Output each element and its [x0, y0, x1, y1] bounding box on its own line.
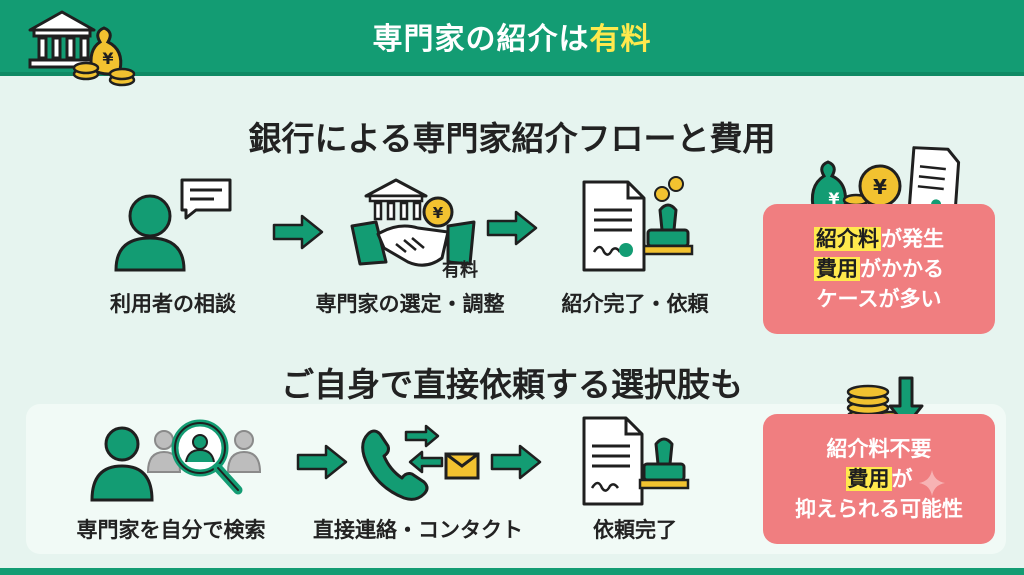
step-label: 直接連絡・コンタクト	[313, 518, 523, 542]
svg-text:¥: ¥	[102, 49, 113, 68]
svg-text:¥: ¥	[873, 175, 887, 199]
section2-step-complete: 依頼完了	[560, 414, 710, 546]
section2-title: ご自身で直接依頼する選択肢も	[281, 365, 743, 404]
header-bar: ¥ 専門家の紹介は有料	[0, 0, 1024, 87]
svg-text:¥: ¥	[828, 189, 839, 208]
arrow-right-icon	[272, 214, 324, 250]
page-title: 専門家の紹介は有料	[0, 14, 1024, 58]
callout-line: 抑えられる可能性	[795, 497, 963, 521]
callout-line: 紹介料が発生	[763, 224, 995, 254]
step-label: 利用者の相談	[110, 292, 236, 316]
user-search-icon	[90, 419, 262, 502]
bank-money-icon: ¥	[28, 10, 136, 87]
highlight-cost: 費用	[814, 257, 860, 281]
step-label: 紹介完了・依頼	[561, 292, 709, 316]
section2-step-contact: 直接連絡・コンタクト	[298, 414, 538, 546]
fee-callout: 紹介料が発生 費用がかかる ケースが多い	[763, 204, 995, 334]
section1-step-complete: 紹介完了・依頼	[540, 172, 730, 322]
callout-text: が	[891, 467, 913, 491]
title-main: 専門家の紹介は	[372, 22, 590, 57]
callout-text: が発生	[881, 227, 944, 251]
callout-line: ケースが多い	[816, 287, 942, 311]
section1-step-consult: 利用者の相談	[88, 172, 258, 322]
document-stamp-icon	[582, 176, 694, 272]
step-label: 依頼完了	[593, 518, 677, 542]
user-speech-icon	[114, 178, 232, 272]
no-fee-callout: 紹介料不要 費用が 抑えられる可能性	[763, 414, 995, 544]
svg-text:¥: ¥	[433, 204, 444, 222]
sparkle-icon	[919, 470, 945, 496]
footer-bar	[0, 568, 1024, 575]
phone-mail-icon	[361, 424, 480, 501]
arrow-right-icon	[296, 444, 348, 480]
section1-title: 銀行による専門家紹介フローと費用	[248, 119, 776, 158]
bank-handshake-icon: ¥	[350, 178, 476, 267]
title-highlight: 有料	[589, 22, 652, 57]
section2-step-search: 専門家を自分で検索	[46, 414, 296, 546]
callout-line: 紹介料不要	[826, 437, 932, 461]
arrow-right-icon	[486, 210, 538, 246]
step-label: 専門家を自分で検索	[76, 518, 266, 542]
document-stamp-icon	[582, 416, 690, 506]
step-label: 専門家の選定・調整	[315, 292, 505, 316]
callout-text: がかかる	[860, 257, 944, 281]
highlight-fee: 紹介料	[814, 227, 881, 251]
fee-note: 有料	[442, 260, 478, 281]
arrow-right-icon	[490, 444, 542, 480]
callout-line: 費用がかかる	[763, 254, 995, 284]
section1-step-select: ¥ 有料 専門家の選定・調整	[290, 172, 530, 322]
highlight-cost: 費用	[845, 467, 892, 491]
callout-line: 費用が	[763, 464, 995, 494]
